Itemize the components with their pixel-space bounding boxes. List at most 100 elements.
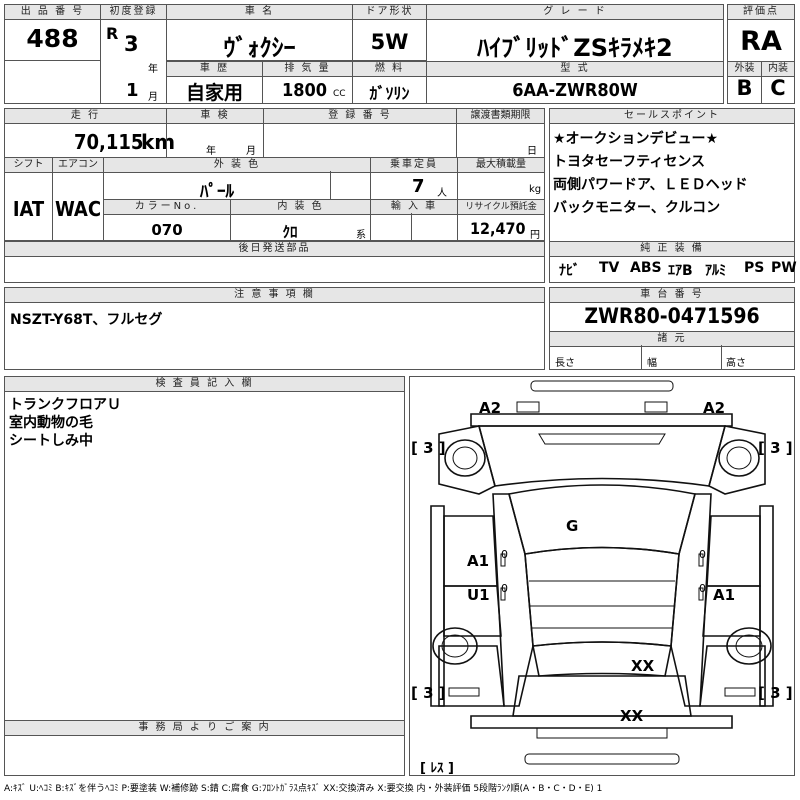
- damage-diagram-box: [409, 376, 795, 776]
- history-label: 車 歴: [166, 61, 263, 77]
- rear-wheel-left: [432, 627, 478, 665]
- later-parts-label: 後日発送部品: [4, 241, 545, 257]
- sales-point-line: 両側パワードア、ＬＥＤヘッド: [553, 177, 748, 193]
- score-label: 評価点: [727, 4, 795, 20]
- rear-lamp-right: [724, 687, 756, 697]
- front-wheel-left-inner: [452, 446, 478, 470]
- max-load-unit: kg: [529, 184, 542, 195]
- transfer-deadline-label: 譲渡書類期限: [456, 108, 545, 124]
- right-door-handle-front: [698, 553, 704, 567]
- overall-score: RA: [740, 26, 782, 57]
- right-rocker: [759, 505, 774, 707]
- model-code-label: 型 式: [426, 61, 724, 77]
- sales-points-label: セールスポイント: [549, 108, 795, 124]
- svg-text:0: 0: [501, 582, 508, 595]
- rear-wheel-right-inner: [735, 634, 763, 658]
- front-fender-right: [708, 425, 766, 495]
- damage-mark-left-rear-door: U1: [467, 586, 490, 604]
- color-number: 070: [151, 221, 183, 239]
- car-name: ｳﾞｫｸｼｰ: [223, 34, 296, 62]
- genuine-item: ｴｱB: [668, 263, 693, 279]
- import-label: 輸 入 車: [370, 199, 458, 215]
- genuine-item: TV: [599, 260, 620, 276]
- lot-number-label: 出 品 番 号: [4, 4, 101, 20]
- plate-number-label: 登 録 番 号: [263, 108, 457, 124]
- damage-mark-windshield: G: [566, 517, 579, 535]
- inspector-note-line: 室内動物の毛: [9, 415, 93, 431]
- damage-mark-right-rear-door: A1: [713, 586, 736, 604]
- damage-mark-front-right: A2: [703, 399, 726, 417]
- spec-length-label: 長さ: [555, 358, 575, 369]
- rear-fender-right: [699, 645, 766, 707]
- grade-label: グ レ ー ド: [426, 4, 724, 20]
- spec-height-label: 高さ: [726, 358, 746, 369]
- damage-mark-rear-left-wheel: [ 3 ]: [411, 684, 446, 702]
- interior-color-suffix: 系: [356, 230, 366, 241]
- damage-mark-rear-hatch: XX: [631, 657, 655, 675]
- mileage-unit: km: [141, 130, 176, 154]
- roof: [524, 546, 680, 647]
- exterior-color: ﾊﾟｰﾙ: [200, 182, 234, 202]
- specs-label: 諸 元: [549, 331, 795, 347]
- rear-fender-left: [438, 645, 505, 707]
- sales-point-line: ★オークションデビュー★: [553, 131, 719, 147]
- rear-lamp-left: [448, 687, 480, 697]
- rear-bumper-bottom: [524, 753, 680, 765]
- grade: ﾊｲﾌﾞﾘｯﾄﾞZSｷﾗﾒｷ2: [477, 34, 673, 62]
- inspection-month-unit: 月: [246, 146, 256, 157]
- era: R: [106, 24, 119, 43]
- interior-grade-label: 内装: [761, 61, 795, 77]
- fuel-type: ｶﾞｿﾘﾝ: [369, 84, 410, 103]
- office-guidance-label: 事 務 局 よ り ご 案 内: [4, 720, 405, 736]
- notes-text: NSZT-Y68T、フルセグ: [10, 312, 163, 328]
- rear-hatch: [512, 675, 692, 717]
- left-door-handle-front: [500, 553, 506, 567]
- genuine-item: ABS: [630, 260, 662, 276]
- inspection-year-unit: 年: [206, 146, 216, 157]
- inspector-note-line: トランクフロアＵ: [9, 397, 121, 413]
- car-history: 自家用: [185, 82, 243, 104]
- front-door-left: [443, 515, 498, 587]
- recycle-fee-unit: 円: [530, 230, 540, 241]
- damage-mark-front-left: A2: [479, 399, 502, 417]
- chassis-number: ZWR80-0471596: [584, 304, 760, 328]
- front-grille-left: [516, 401, 540, 413]
- front-wheel-right: [718, 439, 760, 477]
- mileage: 70,115: [74, 130, 144, 154]
- sales-point-line: バックモニター、クルコン: [553, 200, 721, 216]
- registration-month: 1: [126, 80, 139, 101]
- genuine-item: ｱﾙﾐ: [705, 263, 726, 279]
- damage-mark-rear-bumper: XX: [620, 707, 644, 725]
- left-pillars: [492, 493, 534, 707]
- inspector-note-line: シートしみ中: [9, 433, 93, 449]
- mileage-label: 走 行: [4, 108, 167, 124]
- transfer-day-unit: 日: [527, 146, 537, 157]
- exterior-grade-label: 外装: [727, 61, 762, 77]
- capacity: 7: [412, 176, 425, 197]
- first-registration-label: 初度登録: [100, 4, 167, 20]
- damage-mark-front-right-wheel: [ 3 ]: [758, 439, 793, 457]
- exterior-grade: B: [736, 76, 753, 100]
- rear-wheel-right: [726, 627, 772, 665]
- spec-width-label: 幅: [647, 358, 657, 369]
- genuine-item: PW: [771, 260, 797, 276]
- rear-bumper-lower: [536, 727, 668, 739]
- aircon: WAC: [54, 197, 102, 221]
- damage-mark-les: [ ﾚｽ ]: [420, 761, 454, 776]
- right-door-handle-rear: [698, 587, 704, 601]
- displacement-label: 排 気 量: [262, 61, 353, 77]
- lot-number: 488: [26, 24, 79, 53]
- front-wheel-right-inner: [726, 446, 752, 470]
- left-door-handle-rear: [500, 587, 506, 601]
- front-door-right: [706, 515, 761, 587]
- svg-text:0: 0: [699, 582, 706, 595]
- hood: [477, 425, 727, 487]
- max-load-label: 最大積載量: [457, 157, 545, 173]
- inspection-label: 車 検: [166, 108, 264, 124]
- hood-vent: [538, 433, 666, 445]
- year-unit: 年: [148, 64, 158, 75]
- month-unit: 月: [148, 92, 158, 103]
- legend-text: A:ｷｽﾞ U:ﾍｺﾐ B:ｷｽﾞを伴うﾍｺﾐ P:要塗装 W:補修跡 S:錆 …: [4, 784, 603, 794]
- displacement: 1800: [282, 80, 328, 101]
